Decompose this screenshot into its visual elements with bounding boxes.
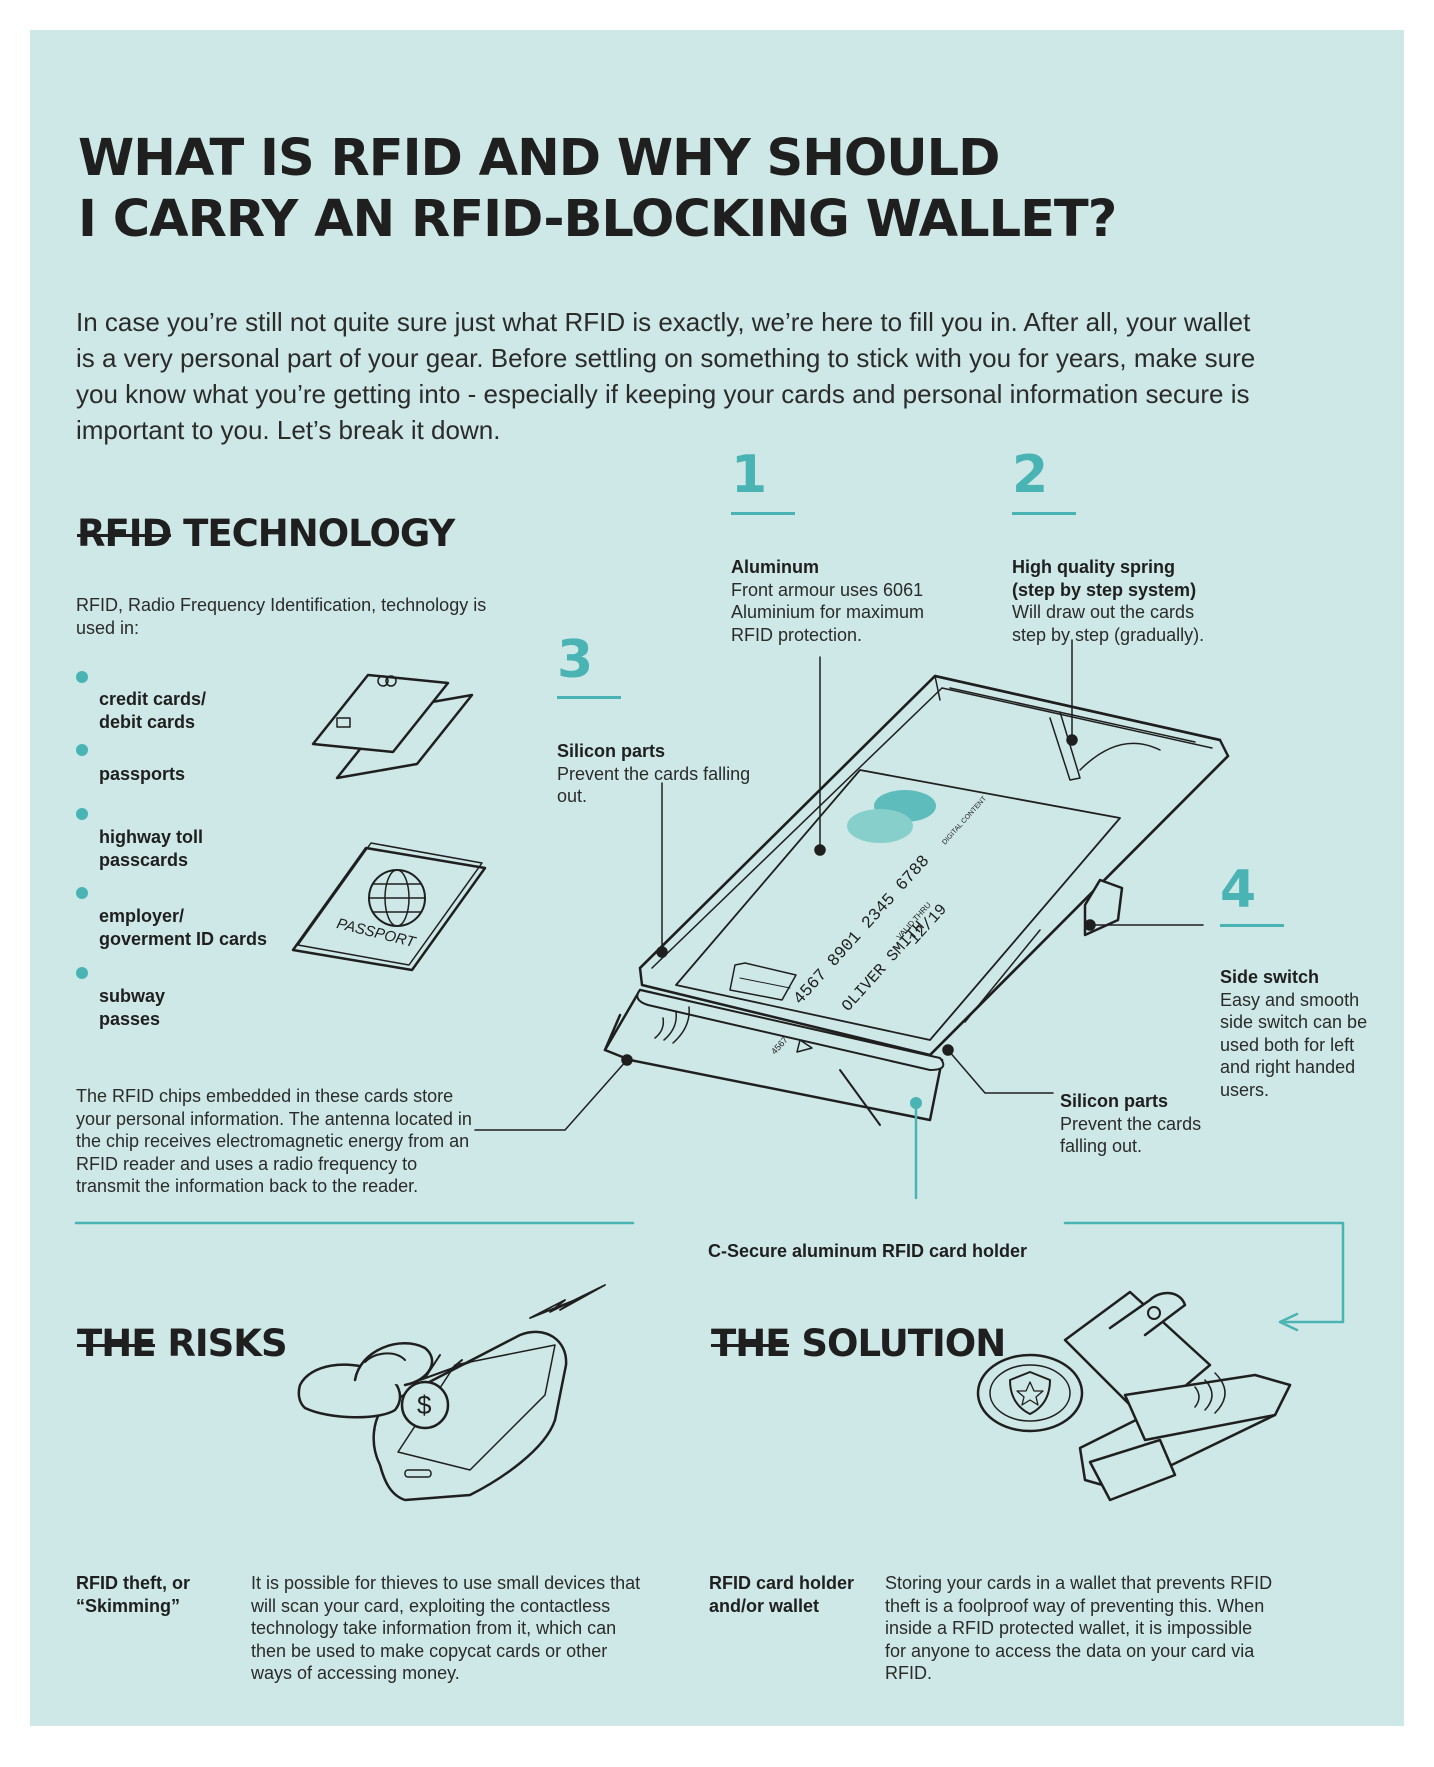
bullet-dot (76, 887, 88, 899)
feature-3-rule (557, 696, 621, 699)
bullet-dot (76, 744, 88, 756)
rfid-description: RFID, Radio Frequency Identification, te… (76, 595, 487, 638)
title-line-1: WHAT IS RFID AND WHY SHOULD (78, 129, 1001, 188)
intro-paragraph: In case you’re still not quite sure just… (76, 307, 1256, 445)
feature-spring: High quality spring (step by step system… (1012, 557, 1205, 645)
list-item-passports: passports (99, 764, 186, 784)
feature-number-4: 4 (1220, 860, 1257, 920)
solution-text: Storing your cards in a wallet that prev… (885, 1573, 1273, 1683)
title-line-2: I CARRY AN RFID-BLOCKING WALLET? (78, 190, 1117, 249)
rfid-technology-heading: RFID TECHNOLOGY (77, 512, 455, 555)
bullet-dot (76, 671, 88, 683)
skimming-thief-icon: $ (297, 1284, 606, 1502)
feature-4-rule (1220, 924, 1284, 927)
list-item-id-cards: employer/goverment ID cards (99, 906, 268, 949)
svg-text:$: $ (417, 1390, 432, 1420)
bullet-dot (76, 808, 88, 820)
feature-number-1: 1 (731, 445, 768, 505)
feature-number-3: 3 (557, 630, 594, 690)
credit-cards-icon (311, 673, 474, 780)
rfid-chips-explanation: The RFID chips embedded in these cards s… (76, 1086, 472, 1196)
passport-icon: PASSPORT (291, 842, 487, 972)
card-holder-illustration: 4567 8901 2345 6788 OLIVER SMITH 12/19 V… (603, 674, 1230, 1126)
leader-lines (474, 639, 1204, 1131)
solution-label: RFID card holder and/or wallet (709, 1573, 855, 1616)
page-title: WHAT IS RFID AND WHY SHOULD I CARRY AN R… (78, 128, 1117, 250)
risks-text: It is possible for thieves to use small … (251, 1573, 641, 1683)
feature-number-2: 2 (1012, 445, 1049, 505)
bullet-dot (76, 967, 88, 979)
rfid-wallet-icon (976, 1290, 1292, 1502)
risks-heading: THE RISKS (77, 1322, 288, 1365)
risks-label: RFID theft, or “Skimming” (76, 1573, 190, 1616)
solution-heading: THE SOLUTION (711, 1322, 1006, 1365)
list-item-credit-cards: credit cards/debit cards (99, 689, 207, 732)
rfid-heading-rest: TECHNOLOGY (171, 512, 455, 555)
rfid-heading-strike: RFID (77, 512, 172, 555)
product-caption: C-Secure aluminum RFID card holder (708, 1241, 1028, 1261)
divider-lines (74, 1097, 1345, 1332)
feature-1-rule (731, 512, 795, 515)
feature-2-rule (1012, 512, 1076, 515)
